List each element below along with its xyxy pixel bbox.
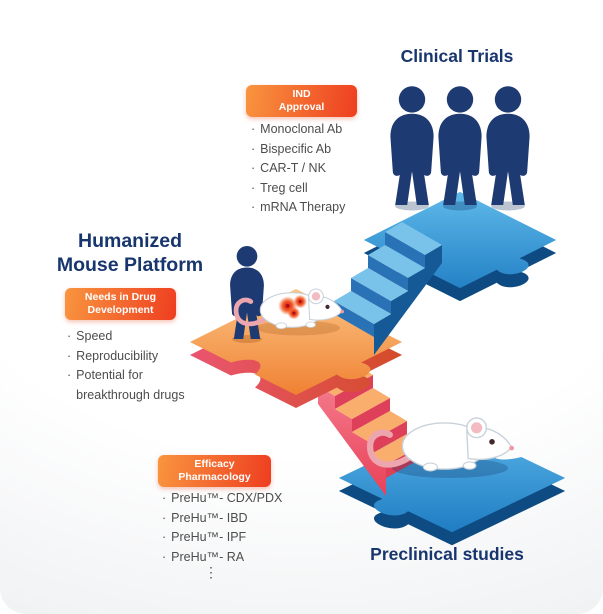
bullet: · — [67, 348, 72, 363]
ind-approval-badge: IND Approval — [246, 85, 357, 117]
badge-line1: Needs in Drug — [84, 291, 157, 303]
list-item: · Reproducibility — [67, 347, 195, 367]
clinical-trials-title: Clinical Trials — [400, 46, 514, 66]
person-icon — [390, 86, 434, 205]
list-item-text: Treg cell — [260, 180, 308, 195]
list-item-text: Potential for breakthrough drugs — [76, 368, 185, 402]
platform-figures — [230, 245, 344, 343]
list-item-text: PreHu™- RA — [171, 549, 245, 564]
bullet: · — [251, 122, 256, 136]
bullet: · — [67, 368, 72, 382]
bullet: · — [251, 200, 256, 214]
needs-in-drug-development-badge: Needs in Drug Development — [65, 288, 176, 320]
list-item: · PreHu™- CDX/PDX — [162, 489, 304, 509]
needs-list: · Speed · Reproducibility · Potential for bre… — [67, 327, 195, 405]
list-item-text: Monoclonal Ab — [260, 122, 343, 136]
preclinical-studies-title: Preclinical studies — [370, 544, 524, 564]
badge-line1: IND — [292, 88, 311, 100]
preclinical-mouse-icon — [370, 418, 514, 478]
list-item: · Treg cell — [251, 179, 373, 199]
clinical-stairs — [334, 222, 442, 355]
list-item: · Speed — [67, 327, 195, 347]
list-item-text: CAR-T / NK — [260, 161, 326, 175]
clinical-people-icons — [390, 86, 530, 211]
platform-title-line2: Mouse Platform — [56, 254, 204, 276]
platform-title-line1: Humanized — [77, 230, 182, 252]
list-item: · Bispecific Ab — [251, 140, 373, 160]
badge-line1: Efficacy — [194, 458, 235, 470]
stairs-side-face — [318, 386, 386, 496]
list-item-text: mRNA Therapy — [260, 200, 346, 214]
ind-approval-list: ·Monoclonal Ab·Bispecific Ab·CAR-T / NK·… — [251, 120, 373, 218]
bullet: · — [251, 180, 256, 195]
bullet: · — [251, 141, 256, 156]
list-item-text: PreHu™- IBD — [171, 510, 248, 525]
list-item-text: Speed — [76, 329, 113, 343]
bullet: · — [162, 530, 167, 544]
person-icon — [486, 86, 530, 205]
list-item-text: Bispecific Ab — [260, 141, 332, 156]
badge-line2: Development — [87, 304, 154, 316]
platform-title: Humanized Mouse Platform — [40, 229, 220, 277]
bullet: · — [162, 549, 167, 564]
list-item: · PreHu™- IPF — [162, 528, 304, 548]
list-item-text: Reproducibility — [76, 348, 159, 363]
efficacy-pharmacology-list: · PreHu™- CDX/PDX · PreHu™- IBD · PreHu™- IPF… — [162, 489, 304, 567]
bullet: · — [162, 510, 167, 525]
badge-line2: Pharmacology — [178, 471, 251, 483]
graft-spots-icon — [278, 294, 308, 320]
badge-line2: Approval — [278, 101, 325, 113]
list-item: · CAR-T / NK — [251, 159, 373, 179]
list-item: · Potential for breakthrough drugs — [67, 366, 195, 405]
bullet: · — [162, 491, 167, 505]
list-item: · PreHu™- RA — [162, 548, 304, 568]
list-ellipsis: ⋮ — [204, 564, 218, 580]
list-item: · PreHu™- IBD — [162, 509, 304, 529]
list-item-text: PreHu™- IPF — [171, 530, 247, 544]
bullet: · — [67, 329, 72, 343]
list-item: · mRNA Therapy — [251, 198, 373, 218]
list-item-text: PreHu™- CDX/PDX — [171, 491, 283, 505]
stairs-side-face — [374, 245, 442, 355]
list-item: · Monoclonal Ab — [251, 120, 373, 140]
efficacy-pharmacology-badge: Efficacy Pharmacology — [158, 455, 271, 487]
person-icon — [438, 86, 482, 205]
bullet: · — [251, 161, 256, 175]
